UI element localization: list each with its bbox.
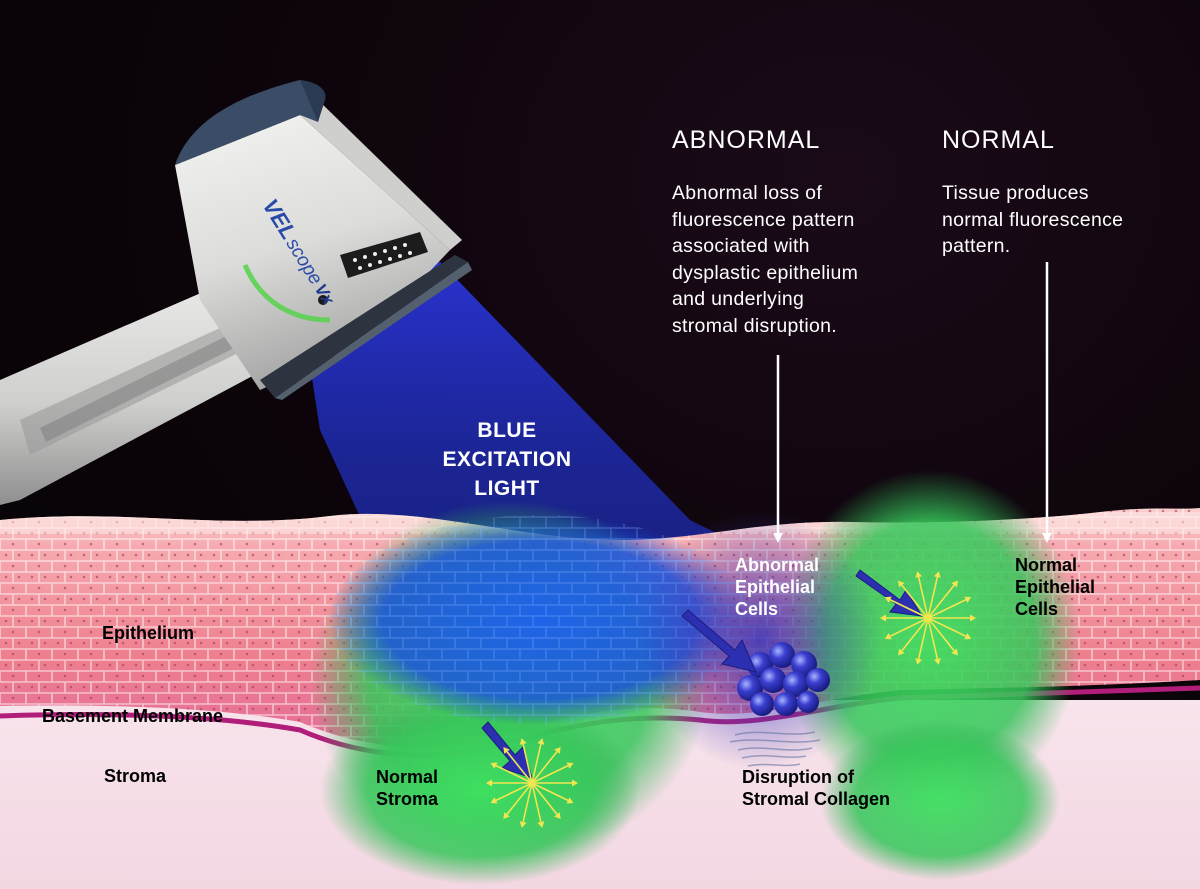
emission-ray-head <box>519 738 527 745</box>
emission-ray-head <box>951 580 958 588</box>
emission-ray-head <box>486 779 492 787</box>
emission-ray-head <box>490 797 498 804</box>
emission-ray <box>889 617 929 637</box>
emission-ray-head <box>898 648 905 656</box>
emission-ray <box>495 764 533 784</box>
emission-ray-head <box>554 812 561 819</box>
emission-ray <box>917 576 929 619</box>
emission-ray-head <box>537 738 545 745</box>
emission-burst-epithelium <box>880 571 976 665</box>
emission-ray-head <box>964 633 972 640</box>
blue-excitation-light-label: BLUE EXCITATION LIGHT <box>442 419 572 500</box>
emission-ray-head <box>566 762 574 769</box>
emission-ray-head <box>884 596 892 603</box>
normal-stroma-label: Normal Stroma <box>376 767 439 809</box>
emission-ray-head <box>970 614 976 622</box>
emission-ray <box>927 576 939 619</box>
abnormal-heading: ABNORMAL <box>672 126 821 154</box>
disruption-stromal-collagen-label: Disruption of Stromal Collagen <box>742 767 891 809</box>
basement-membrane-label: Basement Membrane <box>42 706 224 726</box>
emission-ray-head <box>503 747 510 754</box>
collagen-disruption <box>729 731 821 767</box>
emission-ray <box>531 782 542 823</box>
emission-ray <box>495 782 533 802</box>
emission-ray-head <box>503 812 510 819</box>
emission-ray <box>531 764 569 784</box>
emission-ray <box>531 751 558 784</box>
emission-ray-head <box>898 580 905 588</box>
emission-ray <box>522 743 533 784</box>
emission-ray <box>531 782 558 815</box>
emission-ray-head <box>566 797 574 804</box>
epithelium-label: Epithelium <box>102 623 195 643</box>
emission-ray <box>901 584 929 619</box>
normal-description: Tissue produces normal fluorescence patt… <box>942 182 1124 257</box>
abnormal-cell-cluster <box>737 642 830 716</box>
emission-ray <box>531 782 569 802</box>
normal-epithelial-cells-label: Normal Epithelial Cells <box>1015 555 1096 619</box>
abnormal-region <box>640 510 880 770</box>
velscope-device: VELscopeVx <box>0 80 472 505</box>
emission-ray <box>506 751 533 784</box>
normal-heading: NORMAL <box>942 126 1055 154</box>
stroma-label: Stroma <box>104 766 167 786</box>
emission-burst-stroma <box>486 738 578 828</box>
emission-ray-head <box>915 571 923 578</box>
emission-ray <box>927 617 967 637</box>
green-fluorescence-right <box>780 470 1080 810</box>
emission-ray-head <box>537 821 545 828</box>
emission-ray-head <box>915 658 923 665</box>
emission-ray <box>522 782 533 823</box>
emission-ray-head <box>554 747 561 754</box>
emission-ray <box>927 599 967 619</box>
emission-ray-head <box>880 614 886 622</box>
emission-ray <box>917 617 929 660</box>
emission-ray-head <box>572 779 578 787</box>
emission-ray-head <box>490 762 498 769</box>
emission-ray <box>506 782 533 815</box>
emission-ray <box>889 599 929 619</box>
emission-ray <box>927 617 955 652</box>
emission-ray-head <box>884 633 892 640</box>
emission-ray-head <box>933 658 941 665</box>
emission-ray-head <box>519 821 527 828</box>
emission-ray <box>927 617 939 660</box>
emission-ray <box>901 617 929 652</box>
emission-ray <box>531 743 542 784</box>
emission-ray-head <box>933 571 941 578</box>
abnormal-description: Abnormal loss of fluorescence pattern as… <box>672 182 859 337</box>
emission-ray-head <box>964 596 972 603</box>
emission-ray-head <box>951 648 958 656</box>
abnormal-epithelial-cells-label: Abnormal Epithelial Cells <box>735 555 820 619</box>
emission-ray <box>927 584 955 619</box>
excitation-beam <box>300 262 770 560</box>
